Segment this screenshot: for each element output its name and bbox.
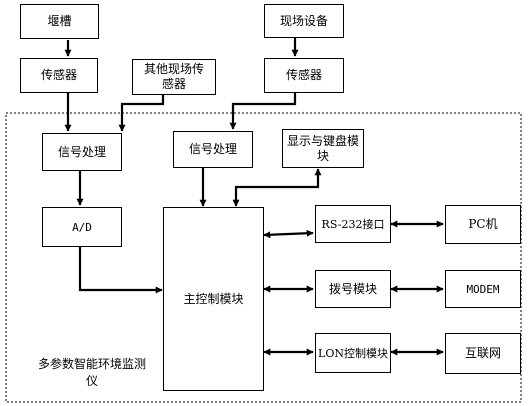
weir-box: 堰槽	[20, 4, 99, 39]
rs232-box: RS-232接口	[315, 205, 391, 243]
other-sensor-box: 其他现场传感器	[132, 59, 216, 95]
arrow-other-sensor-to-signal-left	[118, 95, 165, 132]
ad-box: A/D	[42, 207, 122, 247]
signal-process-left-box: 信号处理	[42, 133, 122, 171]
sensor-right-box: 传感器	[264, 58, 344, 93]
sensor-left-box: 传感器	[20, 58, 98, 93]
field-device-box: 现场设备	[264, 4, 344, 38]
lon-module-box: LON控制模块	[315, 333, 391, 373]
main-control-box: 主控制模块	[163, 207, 264, 391]
system-label: 多参数智能环境监测仪	[37, 357, 146, 388]
arrow-ad-to-main	[78, 247, 163, 294]
modem-box: MODEM	[445, 270, 521, 308]
pc-box: PC机	[445, 205, 521, 244]
arrow-main-rs232	[263, 229, 314, 239]
dial-module-box: 拨号模块	[315, 270, 391, 308]
signal-process-mid-box: 信号处理	[173, 131, 253, 168]
internet-box: 互联网	[445, 333, 521, 374]
system-boundary	[5, 112, 522, 403]
arrow-main-display	[232, 168, 322, 207]
display-keyboard-box: 显示与键盘模块	[282, 129, 364, 168]
arrow-sensor-right-to-signal-mid	[229, 93, 297, 130]
